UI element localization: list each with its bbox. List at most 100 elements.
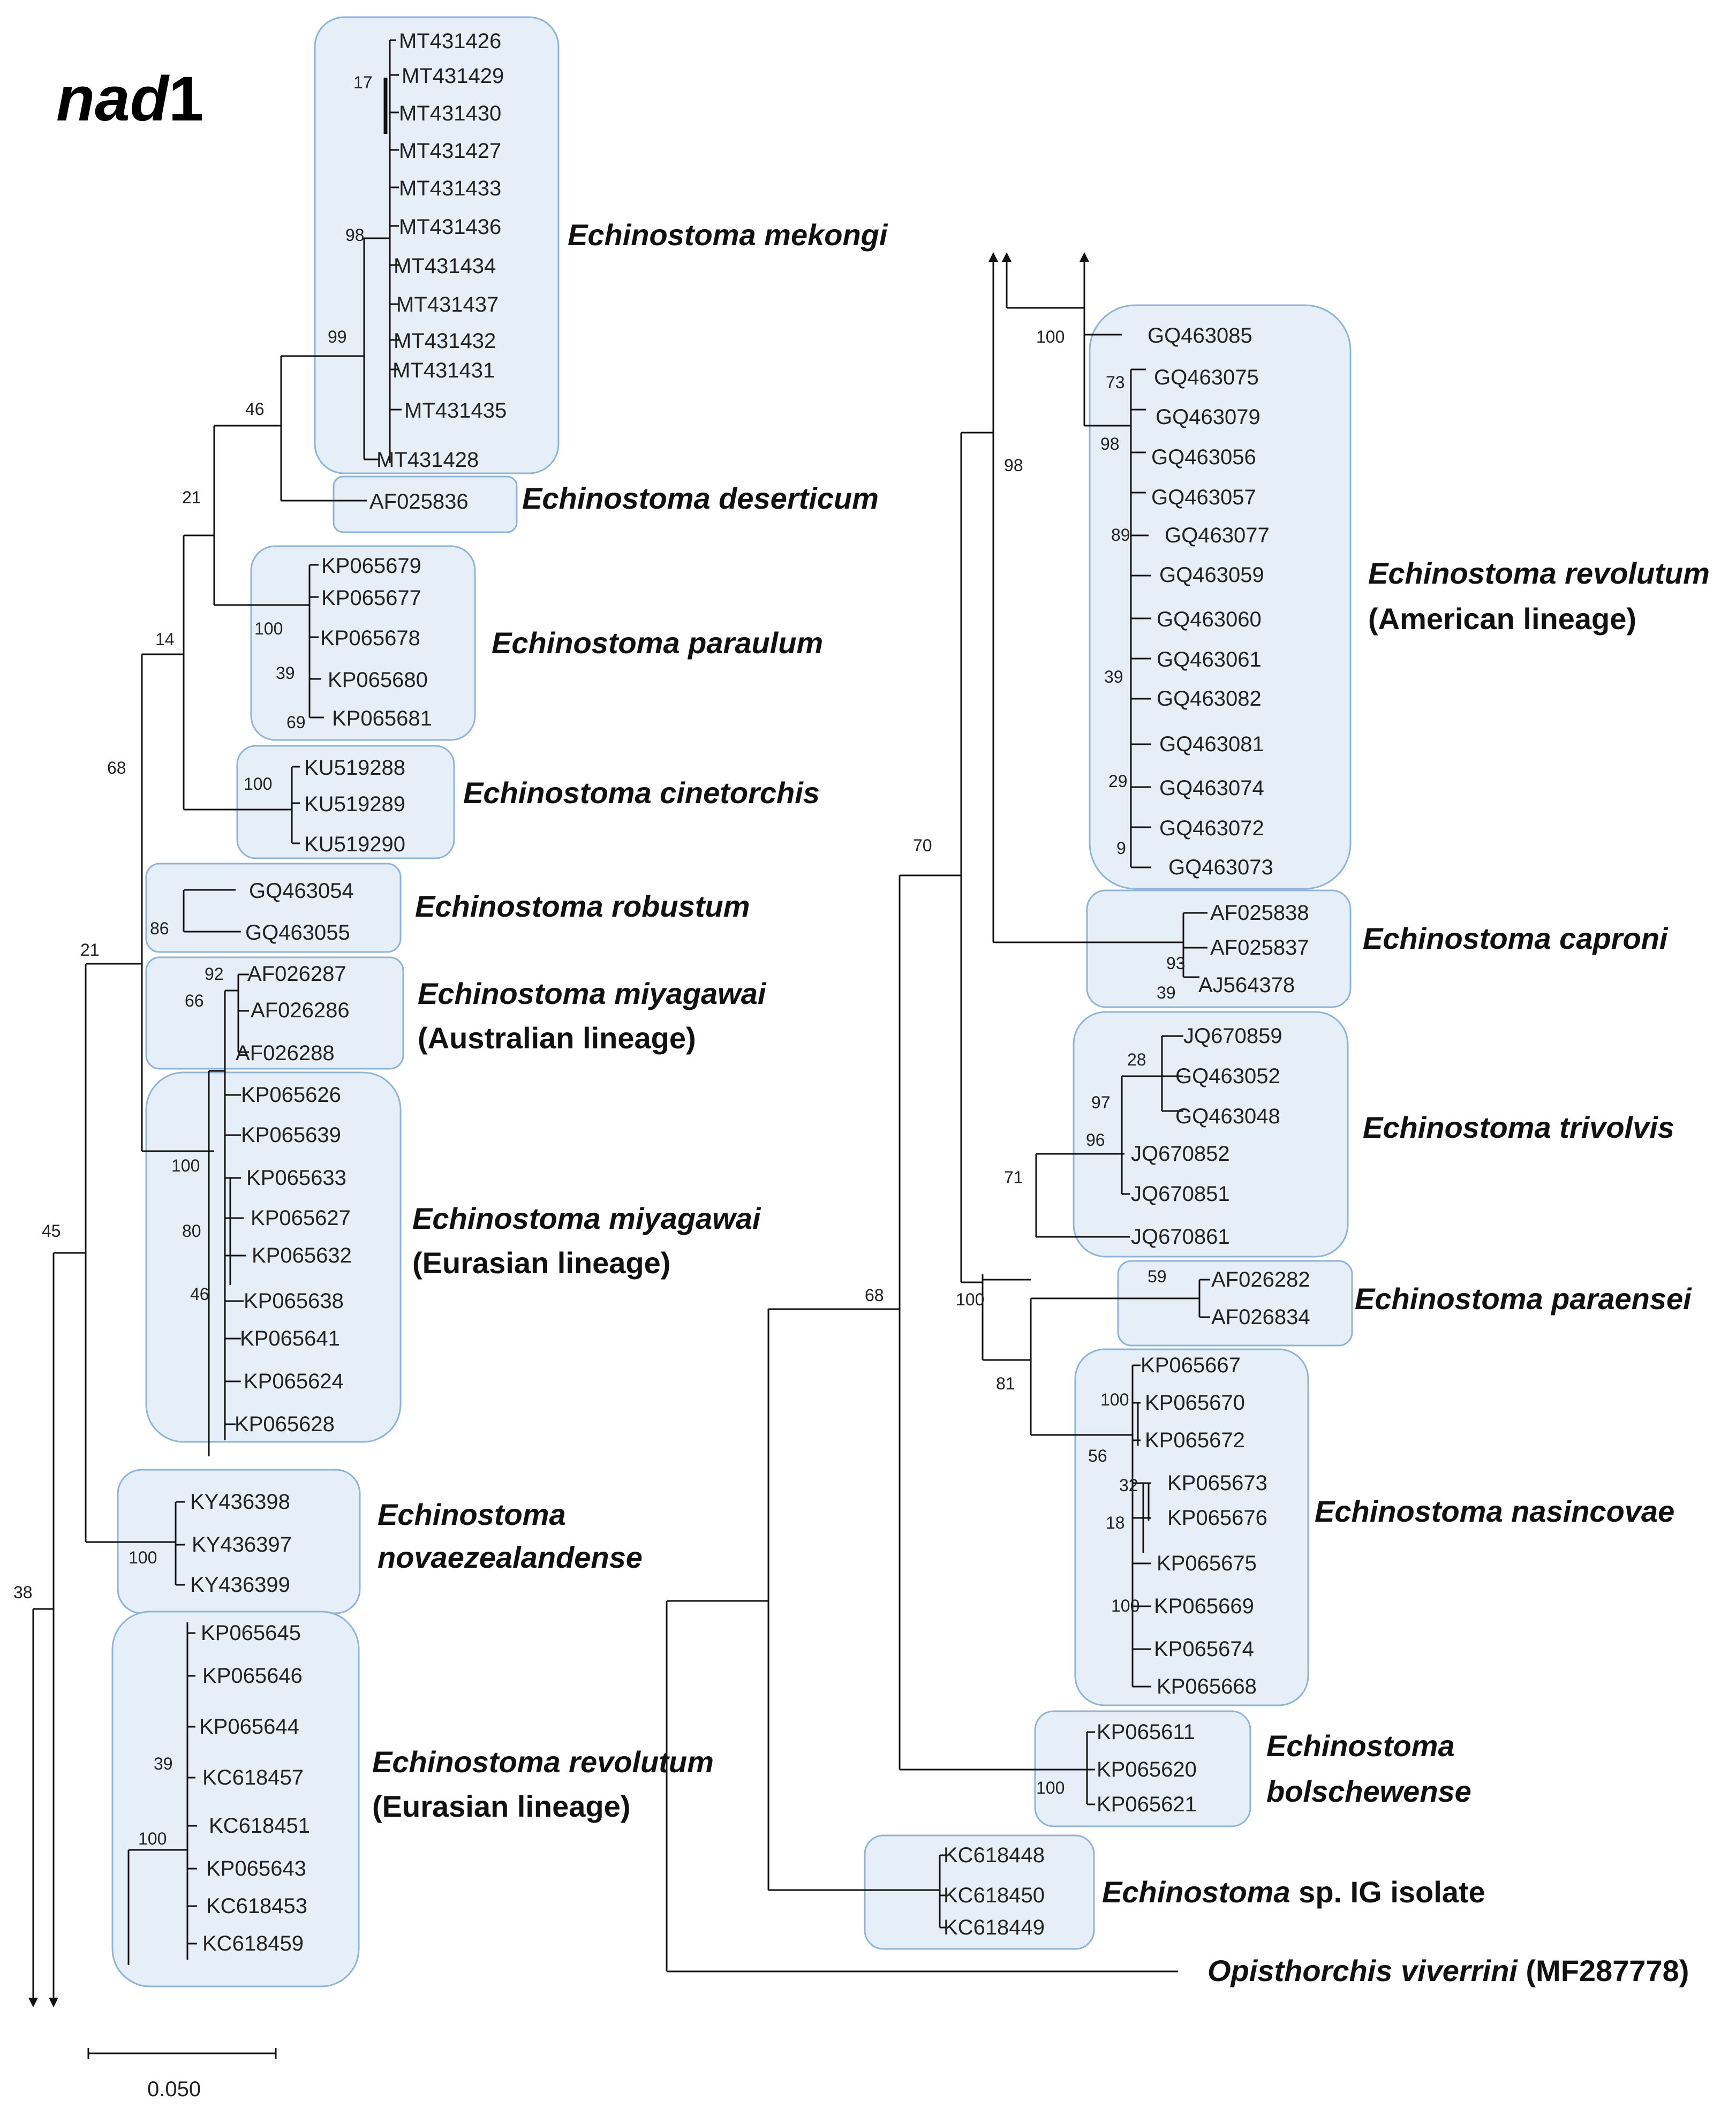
support-value: 56: [1088, 1446, 1107, 1465]
tip-label: KP065675: [1157, 1552, 1257, 1575]
clade-box-deserticum: [333, 475, 518, 533]
tip-label: KP065644: [199, 1715, 299, 1739]
support-value: 93: [1166, 954, 1186, 973]
clade-box-caproni: [1086, 889, 1352, 1008]
tip-label: KP065673: [1167, 1471, 1267, 1495]
tip-label: KP065633: [246, 1166, 346, 1190]
tip-label: KP065678: [320, 626, 420, 650]
tip-label: MT431435: [404, 399, 507, 422]
support-value: 14: [155, 630, 175, 649]
support-value: 99: [328, 327, 347, 346]
tip-label: AF026834: [1211, 1305, 1310, 1329]
tip-label: GQ463059: [1159, 563, 1264, 587]
support-value: 81: [996, 1374, 1015, 1393]
support-value: 32: [1119, 1476, 1138, 1495]
support-value: 66: [185, 991, 204, 1010]
tip-label: KY436397: [192, 1533, 292, 1556]
tip-label: KU519290: [304, 833, 405, 856]
support-value: 21: [80, 940, 100, 959]
support-value: 73: [1106, 373, 1125, 392]
species-label-cinetorchis: Echinostoma cinetorchis: [463, 776, 820, 810]
support-value: 100: [171, 1156, 200, 1175]
support-value: 38: [13, 1583, 33, 1602]
tip-label: GQ463082: [1157, 687, 1262, 711]
support-value: 98: [1100, 434, 1120, 454]
clade-box-nasincovae: [1074, 1348, 1309, 1706]
tip-label: MT431437: [396, 293, 499, 316]
tip-label: GQ463048: [1175, 1105, 1280, 1128]
tip-label: GQ463074: [1159, 776, 1264, 800]
support-value: 100: [1111, 1596, 1139, 1615]
support-value: 9: [1116, 838, 1126, 858]
species-label-paraulum: Echinostoma paraulum: [492, 626, 823, 660]
support-values: 17 98 99 46 21 100 39 69 14 100 68 86 21…: [13, 73, 1186, 1848]
tip-label: GQ463056: [1151, 445, 1256, 469]
tip-label: KP065645: [201, 1621, 301, 1645]
tip-label: AF026288: [236, 1041, 335, 1065]
tip-label: GQ463052: [1175, 1064, 1280, 1088]
tip-label: KP065674: [1154, 1637, 1254, 1661]
support-value: 68: [107, 758, 126, 777]
support-value: 98: [345, 225, 365, 245]
support-value: 100: [254, 619, 283, 638]
support-value: 96: [1086, 1130, 1105, 1150]
clade-box-paraensei: [1117, 1260, 1353, 1347]
species-label-miyagawai-australian-line2: (Australian lineage): [418, 1021, 696, 1055]
species-label-robustum: Echinostoma robustum: [415, 889, 750, 923]
support-value: 98: [1004, 456, 1023, 475]
support-value: 100: [956, 1290, 984, 1309]
tip-label: AF025837: [1210, 936, 1309, 959]
tip-label: KC618459: [202, 1932, 304, 1955]
species-label-revolutum-american-line2: (American lineage): [1368, 602, 1636, 636]
tip-label: KP065641: [240, 1327, 340, 1350]
tip-label: GQ463054: [249, 879, 354, 903]
tip-label: KC618451: [209, 1814, 310, 1838]
support-value: 86: [150, 919, 169, 938]
support-value: 69: [286, 713, 306, 732]
support-value: 100: [129, 1548, 157, 1567]
tip-label: MT431433: [399, 177, 501, 200]
tip-label: KP065677: [321, 586, 421, 610]
tip-label: MT431434: [394, 254, 496, 278]
tip-label: MT431430: [399, 102, 501, 125]
tip-label: MT431429: [402, 64, 504, 88]
species-label-outgroup: Opisthorchis viverrini (MF287778): [1207, 1954, 1689, 1987]
tip-label: AF025836: [369, 490, 469, 513]
tip-label: KU519289: [304, 792, 405, 816]
scale-bar-label: 0.050: [147, 2077, 201, 2101]
support-value: 46: [190, 1284, 209, 1304]
clade-box-miyagawai-australian: [145, 956, 404, 1070]
species-label-trivolvis: Echinostoma trivolvis: [1363, 1110, 1674, 1144]
support-value: 92: [205, 964, 224, 984]
tip-label: GQ463075: [1154, 366, 1259, 389]
tip-label: GQ463081: [1159, 732, 1264, 756]
tip-label: MT431431: [393, 359, 495, 382]
clade-box-revolutum-american: [1089, 304, 1352, 890]
tip-label: KY436398: [190, 1490, 290, 1514]
tip-label: AF026286: [251, 999, 350, 1022]
support-value: 59: [1148, 1267, 1167, 1286]
tip-label: KP065639: [241, 1123, 341, 1147]
support-value: 68: [865, 1286, 884, 1305]
tip-label: KP065620: [1097, 1758, 1197, 1781]
clade-box-miyagawai-eurasian: [145, 1071, 402, 1443]
tip-label: GQ463060: [1157, 608, 1262, 631]
tip-label: KP065643: [206, 1857, 306, 1880]
tip-label: AF026287: [247, 962, 346, 986]
tip-label: GQ463073: [1168, 856, 1273, 879]
tip-label: KP065621: [1097, 1793, 1197, 1816]
species-label-revolutum-eurasian-line2: (Eurasian lineage): [372, 1789, 630, 1823]
tip-label: KP065626: [241, 1083, 341, 1107]
tip-labels: MT431426 MT431429 MT431430 MT431427 MT43…: [190, 29, 1310, 1955]
tip-label: KY436399: [190, 1573, 290, 1597]
tip-label: AF025838: [1210, 901, 1309, 925]
tip-label: GQ463072: [1159, 817, 1264, 840]
support-value: 100: [244, 774, 272, 794]
species-label-caproni: Echinostoma caproni: [1363, 921, 1669, 955]
tip-label: KP065646: [202, 1664, 303, 1688]
support-value: 45: [42, 1221, 61, 1241]
tip-label: AF026282: [1211, 1268, 1310, 1291]
tip-label: KP065670: [1145, 1391, 1245, 1415]
species-labels: Echinostoma mekongi Echinostoma desertic…: [372, 218, 1710, 1987]
